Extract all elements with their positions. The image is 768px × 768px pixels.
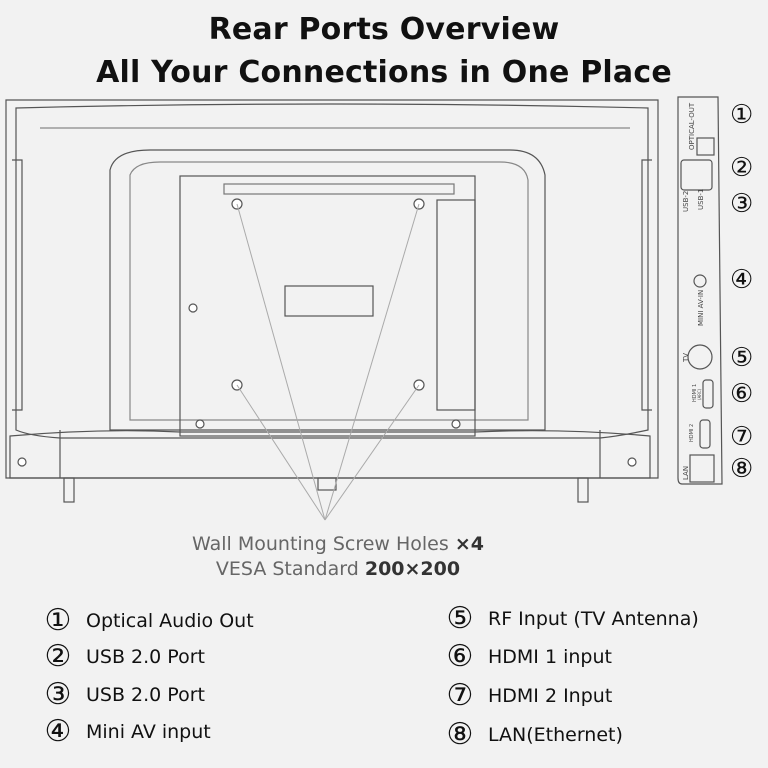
label-miniav: MINI AV-IN — [697, 290, 705, 326]
legend-item-6: ⑥ HDMI 1 input — [442, 642, 612, 672]
tv-outer-frame — [5, 99, 659, 479]
legend-label: Mini AV input — [86, 721, 211, 743]
legend-label: Optical Audio Out — [86, 610, 254, 632]
back-cover — [109, 149, 546, 431]
caption-text: VESA Standard — [215, 558, 365, 580]
legend-item-3: ③ USB 2.0 Port — [40, 680, 205, 710]
panel-number-3: ③ — [730, 189, 754, 219]
legend-label: HDMI 1 input — [488, 646, 612, 668]
legend-number: ⑦ — [446, 678, 474, 713]
legend-number: ② — [44, 639, 72, 674]
mini-av-port — [693, 274, 707, 288]
panel-number-8: ⑧ — [730, 454, 754, 484]
label-optical: OPTICAL-OUT — [688, 102, 696, 150]
label-usb1: USB-1 — [697, 189, 705, 210]
legend-item-8: ⑧ LAN(Ethernet) — [442, 720, 623, 750]
screw-holes — [17, 198, 637, 467]
port-panel — [677, 96, 723, 485]
tv-inner-frame — [15, 103, 649, 439]
panel-number-7: ⑦ — [730, 422, 754, 452]
panel-number-1: ① — [730, 100, 754, 130]
label-lan: LAN — [682, 466, 690, 480]
legend-label: LAN(Ethernet) — [488, 724, 623, 746]
usb-ports — [680, 159, 713, 191]
legend-number: ⑧ — [446, 717, 474, 752]
panel-number-4: ④ — [730, 265, 754, 295]
label-usb2: USB-2 — [682, 191, 690, 212]
label-hdmi1-arc: (ARC) — [697, 388, 702, 400]
legend-number: ④ — [44, 714, 72, 749]
hdmi2-port — [699, 419, 711, 449]
legend-number: ⑤ — [446, 601, 474, 636]
legend-item-7: ⑦ HDMI 2 Input — [442, 678, 613, 713]
legend-item-1: ① Optical Audio Out — [40, 606, 254, 636]
hdmi1-port — [702, 379, 714, 409]
caption-count: ×4 — [454, 533, 484, 555]
legend-item-5: ⑤ RF Input (TV Antenna) — [442, 604, 699, 634]
legend-number: ① — [44, 603, 72, 638]
screw-pointer-lines — [236, 203, 420, 521]
legend-label: HDMI 2 Input — [488, 685, 613, 707]
title-line-1: Rear Ports Overview — [208, 12, 560, 47]
legend-label: RF Input (TV Antenna) — [488, 608, 699, 630]
legend-item-2: ② USB 2.0 Port — [40, 642, 205, 672]
legend-label: USB 2.0 Port — [86, 684, 205, 706]
optical-port — [696, 137, 715, 156]
lan-port — [689, 454, 715, 483]
legend-label: USB 2.0 Port — [86, 646, 205, 668]
caption-screw-holes: Wall Mounting Screw Holes ×4 — [0, 533, 722, 555]
label-hdmi1: HDMI 1 — [692, 384, 698, 402]
legend-number: ⑥ — [446, 639, 474, 674]
title-line-2: All Your Connections in One Place — [96, 55, 672, 90]
legend-number: ③ — [44, 677, 72, 712]
label-hdmi2: HDMI 2 — [689, 424, 695, 442]
tv-rf-port — [687, 344, 713, 370]
base-bar — [9, 430, 651, 479]
panel-number-6: ⑥ — [730, 379, 754, 409]
caption-vesa: VESA Standard 200×200 — [0, 558, 722, 580]
center-panel — [179, 175, 476, 437]
panel-number-2: ② — [730, 153, 754, 183]
caption-text: Wall Mounting Screw Holes — [192, 533, 455, 555]
legend-item-4: ④ Mini AV input — [40, 717, 211, 747]
caption-vesa-size: 200×200 — [364, 558, 461, 580]
panel-number-5: ⑤ — [730, 343, 754, 373]
label-tv: TV — [682, 353, 690, 363]
